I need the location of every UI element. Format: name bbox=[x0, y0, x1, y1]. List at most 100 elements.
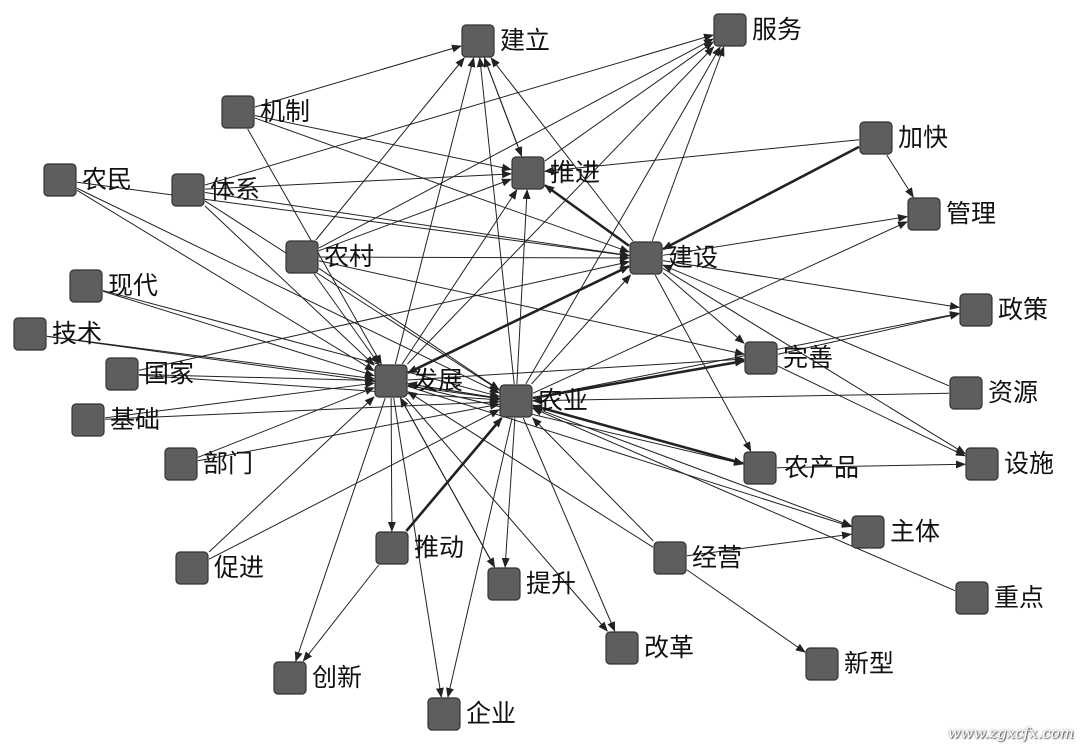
node-square-cujin bbox=[175, 551, 209, 585]
edge-layer bbox=[46, 33, 966, 698]
node-label-nongchanpin: 农产品 bbox=[784, 453, 859, 482]
node-label-tuidong: 推动 bbox=[414, 533, 464, 562]
edge-jianli-to-tuijin bbox=[483, 57, 523, 157]
node-label-guojia: 国家 bbox=[144, 359, 194, 388]
edge-tixi-to-nongye bbox=[204, 200, 500, 391]
node-nongye: 农业 bbox=[499, 384, 588, 418]
edge-nongye-to-wanshan bbox=[532, 358, 745, 400]
edge-nongye-to-jianli bbox=[476, 57, 515, 385]
node-square-jishu bbox=[13, 317, 47, 351]
node-label-ziyuan: 资源 bbox=[988, 378, 1038, 407]
edge-jichu-to-fazhan bbox=[104, 380, 375, 419]
node-square-jichu bbox=[71, 403, 105, 437]
node-label-wanshan: 完善 bbox=[783, 343, 833, 372]
node-jichu: 基础 bbox=[71, 403, 160, 437]
node-label-jichu: 基础 bbox=[110, 405, 160, 434]
node-square-jingying bbox=[653, 541, 687, 575]
edge-jingying-to-fazhan bbox=[407, 391, 654, 548]
node-label-nongcun: 农村 bbox=[324, 242, 374, 271]
edge-jichu-to-nongye bbox=[104, 398, 500, 420]
edge-fazhan-to-zhuti bbox=[407, 385, 852, 528]
node-label-fazhan: 发展 bbox=[413, 366, 463, 395]
edge-jianshe-to-nongchanpin bbox=[654, 274, 752, 452]
node-nongcun: 农村 bbox=[285, 240, 374, 274]
edge-zhongdian-to-nongye bbox=[532, 407, 956, 592]
node-square-jianshe bbox=[629, 241, 663, 275]
edge-nongcun-to-wanshan bbox=[318, 260, 745, 357]
edge-bumen-to-nongye bbox=[197, 401, 500, 462]
node-square-qiye bbox=[427, 697, 461, 731]
edge-tixi-to-fazhan bbox=[204, 205, 375, 366]
edge-jishu-to-fazhan bbox=[46, 335, 375, 382]
node-square-gaige bbox=[605, 631, 639, 665]
edge-nongmin-to-jianshe bbox=[76, 181, 630, 259]
edge-bumen-to-fazhan bbox=[197, 387, 375, 458]
edge-wanshan-to-sheshi bbox=[777, 365, 966, 457]
node-square-guojia bbox=[105, 357, 139, 391]
edge-nongcun-to-jianshe bbox=[318, 253, 630, 262]
edge-fazhan-to-qiye bbox=[393, 397, 444, 698]
node-fazhan: 发展 bbox=[374, 364, 463, 398]
node-guojia: 国家 bbox=[105, 357, 194, 391]
edge-nongcun-to-nongye bbox=[318, 268, 500, 391]
node-label-bumen: 部门 bbox=[203, 449, 253, 478]
edge-jingying-to-zhuti bbox=[686, 531, 852, 557]
edge-nongye-to-qiye bbox=[446, 417, 513, 698]
edge-jizhi-to-jianshe bbox=[254, 117, 630, 253]
node-square-guanli bbox=[907, 197, 941, 231]
edge-fazhan-to-chuangxin bbox=[294, 397, 386, 662]
node-square-chuangxin bbox=[273, 661, 307, 695]
node-square-fuwu bbox=[713, 13, 747, 47]
node-label-jianli: 建立 bbox=[500, 26, 550, 55]
node-tuidong: 推动 bbox=[375, 531, 464, 565]
node-zhongdian: 重点 bbox=[955, 581, 1044, 615]
node-gaige: 改革 bbox=[605, 631, 694, 665]
node-square-sheshi bbox=[965, 447, 999, 481]
node-label-guanli: 管理 bbox=[946, 199, 996, 228]
edge-jianshe-to-fuwu bbox=[651, 46, 725, 242]
node-zhuti: 主体 bbox=[851, 515, 940, 549]
edge-nongye-to-zhuti bbox=[532, 406, 852, 527]
edge-nongye-to-tuijin bbox=[516, 189, 531, 385]
edge-nongcun-to-tuijin bbox=[318, 178, 512, 252]
edge-nongmin-to-nongye bbox=[76, 187, 500, 394]
node-label-chuangxin: 创新 bbox=[312, 663, 362, 692]
node-jishu: 技术 bbox=[13, 317, 102, 351]
edge-ziyuan-to-jianshe bbox=[662, 264, 950, 387]
node-label-zhengce: 政策 bbox=[998, 295, 1048, 324]
edge-nongye-to-fuwu bbox=[525, 46, 721, 385]
node-square-bumen bbox=[164, 447, 198, 481]
node-jiakuai: 加快 bbox=[859, 121, 948, 155]
node-cujin: 促进 bbox=[175, 551, 264, 585]
edge-nongye-to-gaige bbox=[522, 417, 616, 632]
node-jianshe: 建设 bbox=[629, 241, 718, 275]
edge-fazhan-to-nongchanpin bbox=[407, 384, 744, 466]
node-label-jingying: 经营 bbox=[692, 543, 742, 572]
edge-jianshe-to-sheshi bbox=[662, 267, 966, 455]
node-tixi: 体系 bbox=[171, 173, 260, 207]
edge-jingying-to-xinxing bbox=[686, 569, 806, 653]
node-bumen: 部门 bbox=[164, 447, 253, 481]
node-label-xinxing: 新型 bbox=[844, 649, 894, 678]
node-label-tisheng: 提升 bbox=[526, 569, 576, 598]
edge-jizhi-to-jianli bbox=[254, 44, 462, 108]
edge-jianshe-to-wanshan bbox=[662, 272, 745, 344]
node-label-zhongdian: 重点 bbox=[994, 583, 1044, 612]
edge-jianshe-to-guanli bbox=[662, 214, 908, 256]
node-square-tuidong bbox=[375, 531, 409, 565]
node-square-tuijin bbox=[511, 156, 545, 190]
edge-fazhan-to-gaige bbox=[405, 397, 608, 632]
edge-fazhan-to-nongye bbox=[407, 383, 500, 401]
node-label-gaige: 改革 bbox=[644, 633, 694, 662]
edge-nongcun-to-jianli bbox=[315, 57, 465, 241]
edge-fazhan-to-wanshan bbox=[407, 355, 745, 381]
edge-fazhan-to-fuwu bbox=[407, 46, 715, 365]
node-layer: 建立服务机制推进加快农民体系管理农村建设现代技术政策完善国家发展资源农业基础部门… bbox=[13, 13, 1054, 731]
node-label-tixi: 体系 bbox=[210, 175, 260, 204]
node-label-nongmin: 农民 bbox=[82, 165, 132, 194]
node-label-nongye: 农业 bbox=[538, 386, 588, 415]
node-jingying: 经营 bbox=[653, 541, 742, 575]
edge-ziyuan-to-nongye bbox=[532, 392, 950, 405]
node-label-zhuti: 主体 bbox=[890, 517, 940, 546]
node-nongchanpin: 农产品 bbox=[743, 451, 859, 485]
